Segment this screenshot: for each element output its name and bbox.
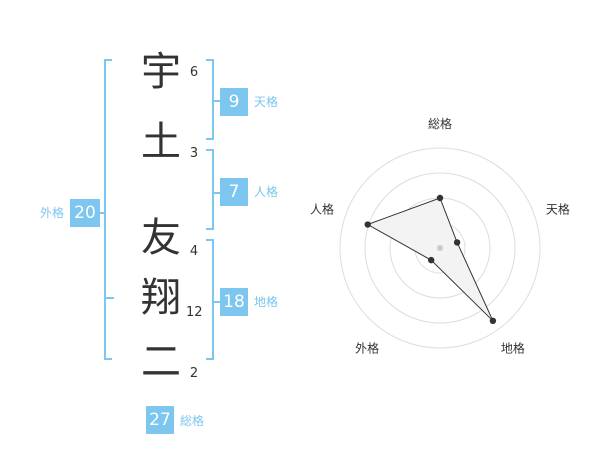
gaikaku-bracket-split <box>104 297 114 299</box>
gaikaku-value: 20 <box>70 199 100 227</box>
stroke-count-2: 3 <box>189 146 199 161</box>
radar-label-1: 総格 <box>428 116 452 131</box>
name-char-3: 友 <box>141 215 181 261</box>
jinkaku-label: 人格 <box>254 185 279 199</box>
stroke-count-3: 4 <box>189 244 199 259</box>
chikaku-connector <box>212 301 220 303</box>
name-char-2: 土 <box>141 119 181 165</box>
name-char-1: 宇 <box>141 49 181 95</box>
radar-point-2 <box>453 239 461 246</box>
radar-label-2: 天格 <box>546 202 570 217</box>
tenkaku-label: 天格 <box>254 95 279 109</box>
radar-label-4: 外格 <box>355 340 379 355</box>
radar-label-5: 人格 <box>310 202 334 217</box>
radar-label-3: 地格 <box>501 340 525 355</box>
radar-point-5 <box>364 221 371 228</box>
radar-grid-ring <box>364 172 516 324</box>
jinkaku-bracket <box>206 149 214 230</box>
tenkaku-connector <box>212 100 220 102</box>
name-char-4: 翔 <box>141 275 181 321</box>
gaikaku-label: 外格 <box>40 206 65 220</box>
gaikaku-bracket <box>104 59 112 360</box>
radar-grid-ring <box>339 147 541 349</box>
chikaku-value: 18 <box>220 288 248 316</box>
stroke-count-4: 12 <box>186 305 203 320</box>
chikaku-bracket <box>206 239 214 360</box>
stroke-count-1: 6 <box>189 65 199 80</box>
name-char-5: 二 <box>141 339 181 385</box>
tenkaku-bracket <box>206 59 214 140</box>
gaikaku-bracket-connector <box>96 212 106 214</box>
radar-point-3 <box>489 317 497 325</box>
jinkaku-value: 7 <box>220 178 248 206</box>
radar-points <box>364 194 497 325</box>
jinkaku-connector <box>212 192 220 194</box>
tenkaku-value: 9 <box>220 88 248 116</box>
soukaku-label: 総格 <box>180 414 205 428</box>
radar-center-dot <box>437 245 443 251</box>
stroke-count-5: 2 <box>189 366 199 381</box>
soukaku-value: 27 <box>146 406 174 434</box>
radar-point-1 <box>436 194 444 202</box>
radar-point-4 <box>427 256 435 264</box>
chikaku-label: 地格 <box>254 295 279 309</box>
